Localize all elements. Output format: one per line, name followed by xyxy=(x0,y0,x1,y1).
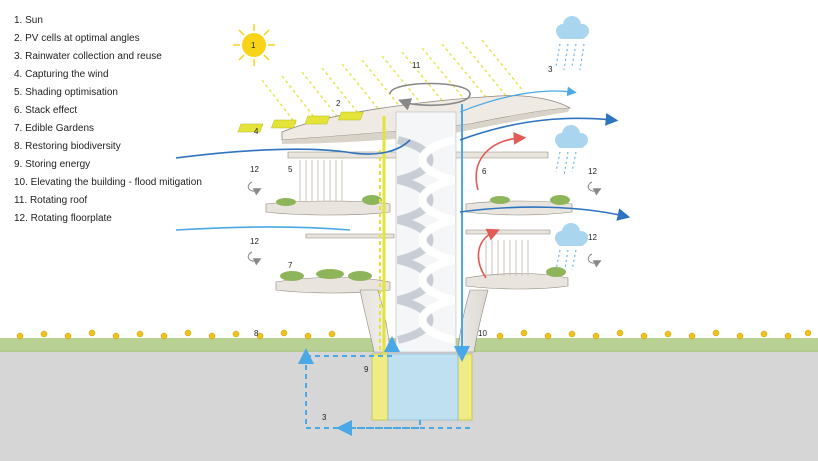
energy-storage-right xyxy=(457,353,473,421)
marker-wind: 4 xyxy=(254,127,259,136)
legend-item: 10. Elevating the building - flood mitig… xyxy=(14,177,202,188)
water-tank xyxy=(387,353,459,421)
legend-item: 7. Edible Gardens xyxy=(14,123,95,134)
marker-pv: 2 xyxy=(336,99,341,108)
shading-louvres xyxy=(299,160,529,276)
marker-elevation: 10 xyxy=(478,329,487,338)
spiral-stair-core xyxy=(395,111,457,353)
legend-item: 12. Rotating floorplate xyxy=(14,213,112,224)
legend-item: 9. Storing energy xyxy=(14,159,91,170)
marker-garden: 7 xyxy=(288,261,293,270)
rainwater-recycle-loop xyxy=(298,348,421,429)
legend-item: 8. Restoring biodiversity xyxy=(14,141,121,152)
marker-rain-bottom: 3 xyxy=(322,413,327,422)
rain-icon xyxy=(555,43,585,71)
stack-effect-arrows xyxy=(475,132,527,279)
wind-flows xyxy=(175,86,631,231)
marker-floor-rotation: 12 xyxy=(588,167,597,176)
legend-item: 3. Rainwater collection and reuse xyxy=(14,51,162,62)
marker-stack: 6 xyxy=(482,167,487,176)
cloud-icon xyxy=(556,16,589,39)
marker-roof-rotation: 11 xyxy=(412,61,421,70)
sun-icon xyxy=(233,24,275,66)
marker-floor-rotation: 12 xyxy=(250,237,259,246)
legend-list: 1. Sun 2. PV cells at optimal angles 3. … xyxy=(14,12,202,228)
rainwater-feed-up xyxy=(306,336,400,357)
marker-floor-rotation: 12 xyxy=(588,233,597,242)
legend-item: 5. Shading optimisation xyxy=(14,87,118,98)
marker-storage: 9 xyxy=(364,365,369,374)
legend-item: 1. Sun xyxy=(14,15,43,26)
rotating-floorplate-icon xyxy=(247,181,602,268)
cloud-icon xyxy=(555,125,588,148)
legend-item: 6. Stack effect xyxy=(14,105,78,116)
legend-item: 4. Capturing the wind xyxy=(14,69,109,80)
marker-shading: 5 xyxy=(288,165,293,174)
marker-biodiversity: 8 xyxy=(254,329,259,338)
legend-item: 11. Rotating roof xyxy=(14,195,88,206)
legend-item: 2. PV cells at optimal angles xyxy=(14,33,140,44)
marker-floor-rotation: 12 xyxy=(250,165,259,174)
rotating-roof-icon xyxy=(389,82,471,111)
rain-icon xyxy=(555,151,577,177)
cloud-icon xyxy=(555,223,588,246)
edible-gardens xyxy=(276,195,570,281)
marker-rain-top: 3 xyxy=(548,65,553,74)
pv-panels xyxy=(237,111,364,133)
energy-storage-left xyxy=(371,353,389,421)
marker-sun: 1 xyxy=(251,41,256,50)
